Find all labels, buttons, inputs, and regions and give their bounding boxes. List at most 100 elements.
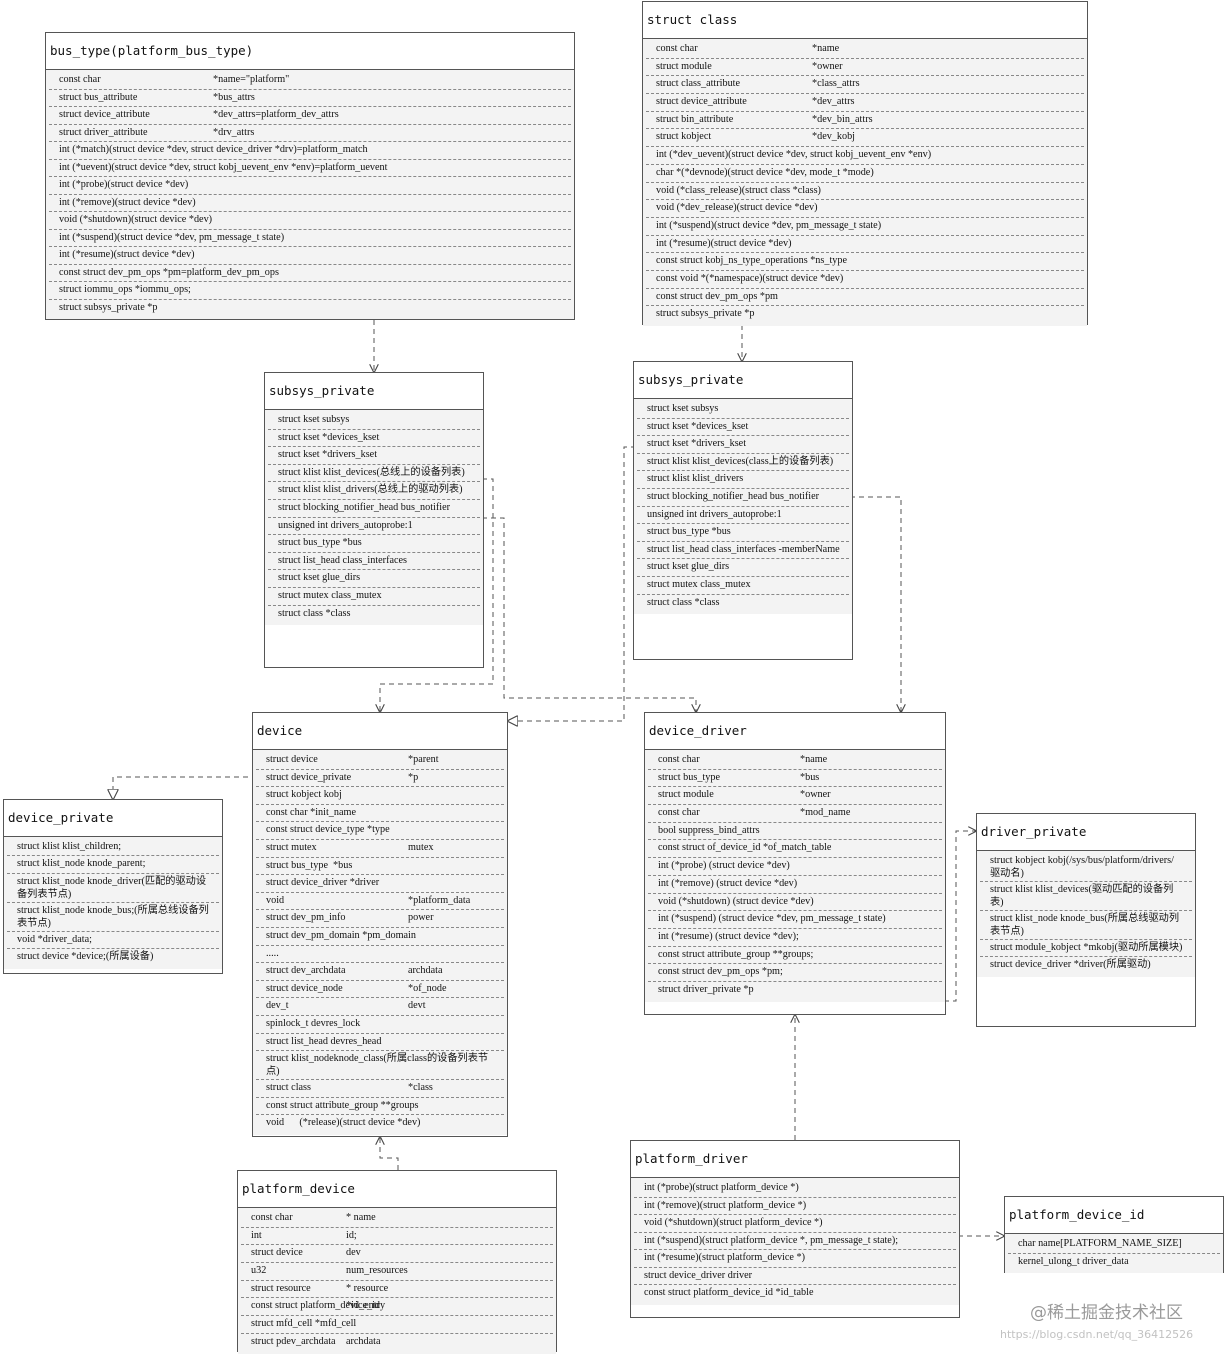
field-row: struct klist klist_drivers(总线上的驱动列表) — [268, 482, 480, 500]
field-row: struct class *class — [256, 1080, 504, 1098]
field-row: struct device_node*of_node — [256, 981, 504, 999]
field-row: int (*probe)(struct platform_device *) — [634, 1180, 956, 1198]
field-type: struct device_driver *driver — [266, 877, 380, 889]
field-row: struct klist klist_devices(驱动匹配的设备列表) — [980, 882, 1192, 911]
field-type: struct klist_node knode_parent; — [17, 858, 146, 870]
field-type: struct mfd_cell *mfd_cell — [251, 1318, 357, 1330]
field-row: struct klist_node knode_bus(所属总线驱动列表节点) — [980, 911, 1192, 940]
field-row: struct list_head devres_head — [256, 1034, 504, 1052]
field-row: struct driver_attribute*drv_attrs — [49, 125, 571, 142]
field-type: struct klist klist_drivers — [647, 473, 744, 485]
field-row: struct klist_node knode_parent; — [7, 856, 219, 874]
field-type: struct list_head class_interfaces -membe… — [647, 543, 840, 555]
bus-type-title: bus_type(platform_bus_type) — [46, 33, 574, 70]
field-type: const struct attribute_group **groups — [266, 1099, 419, 1111]
field-type: struct bus_type *bus — [647, 526, 731, 538]
field-row: struct kset glue_dirs — [268, 570, 480, 588]
field-type: struct device_private — [266, 771, 352, 783]
arrow-klist-devices-to-device — [380, 478, 494, 712]
field-type: struct subsys_private *p — [656, 308, 755, 320]
field-type: struct dev_pm_info — [266, 912, 346, 924]
field-type: const struct platform_device_id *id_tabl… — [644, 1287, 814, 1298]
field-name: *of_node — [408, 982, 447, 994]
field-type: struct class *class — [647, 596, 720, 608]
field-row: const void *(*namespace)(struct device *… — [646, 271, 1084, 289]
field-type: struct kset glue_dirs — [647, 561, 730, 573]
field-type: struct device *device;(所属设备) — [17, 951, 154, 963]
field-row: const struct dev_pm_ops *pm=platform_dev… — [49, 265, 571, 282]
field-name: *name — [800, 754, 828, 765]
field-type: struct module — [658, 789, 714, 801]
bus-type-fields: const char*name="platform"struct bus_att… — [46, 70, 574, 319]
field-type: struct resource — [251, 1282, 311, 1294]
field-type: int (*remove) (struct device *dev) — [658, 877, 798, 889]
field-type: struct bin_attribute — [656, 113, 734, 125]
field-type: struct device_attribute — [656, 96, 747, 108]
field-type: struct list_head class_interfaces — [278, 554, 407, 566]
field-type: struct module_kobject *mkobj(驱动所属模块) — [990, 942, 1183, 953]
field-row: struct class_attribute*class_attrs — [646, 76, 1084, 95]
field-type: int (*probe)(struct platform_device *) — [644, 1182, 799, 1193]
field-name: *owner — [812, 60, 843, 72]
field-row: const char*mod_name — [648, 805, 942, 823]
field-row: int (*resume)(struct device *dev) — [646, 236, 1084, 254]
field-name: *class — [408, 1082, 433, 1094]
platform-device-id-fields: char name[PLATFORM_NAME_SIZE]kernel_ulon… — [1005, 1234, 1223, 1273]
arrow-driver-to-private — [944, 831, 976, 1002]
field-row: struct bin_attribute *dev_bin_attrs — [646, 112, 1084, 130]
field-type: int (*suspend)(struct device *dev, pm_me… — [656, 219, 882, 231]
field-name: * resource — [346, 1282, 389, 1294]
field-type: struct kset subsys — [647, 403, 719, 414]
field-row: struct device*parent — [256, 752, 504, 770]
field-name: *id_entry — [346, 1300, 386, 1312]
field-type: const char — [658, 754, 700, 765]
field-type: int (*dev_uevent)(struct device *dev, st… — [656, 149, 932, 161]
field-row: const struct dev_pm_ops *pm; — [648, 964, 942, 982]
field-type: struct device_driver driver — [644, 1269, 753, 1281]
field-type: struct kset subsys — [278, 414, 350, 425]
field-name: archdata — [408, 965, 443, 977]
field-type: struct klist klist_children; — [17, 841, 122, 852]
field-type: struct klist klist_drivers(总线上的驱动列表) — [278, 484, 463, 496]
field-row: const struct attribute_group **groups — [256, 1098, 504, 1116]
field-row: struct dev_pm_domain *pm_domain — [256, 928, 504, 946]
field-type: void (*release)(struct device *dev) — [266, 1117, 421, 1129]
field-row: struct device_driver driver — [634, 1268, 956, 1285]
field-row: struct kset glue_dirs — [637, 559, 849, 577]
field-row: bool suppress_bind_attrs — [648, 823, 942, 841]
field-type: struct module — [656, 60, 712, 72]
field-type: u32 — [251, 1265, 267, 1277]
device-private-title: device_private — [4, 800, 222, 837]
field-type: struct bus_attribute — [59, 91, 138, 103]
field-row: struct class *class — [268, 606, 480, 623]
field-row: int (*probe) (struct device *dev) — [648, 858, 942, 876]
field-type: int (*resume)(struct platform_device *) — [644, 1252, 805, 1263]
field-row: int (*suspend)(struct device *dev, pm_me… — [49, 230, 571, 247]
field-type: struct mutex — [266, 841, 317, 853]
field-name: *drv_attrs — [213, 126, 255, 138]
field-type: char name[PLATFORM_NAME_SIZE] — [1018, 1238, 1182, 1249]
watermark-url: https://blog.csdn.net/qq_36412526 — [1000, 1328, 1194, 1341]
field-row: const struct platform_device_id*id_entry — [241, 1298, 553, 1317]
field-row: const char *name — [648, 752, 942, 770]
field-type: char *(*devnode)(struct device *dev, mod… — [656, 166, 874, 178]
field-row: int (*probe)(struct device *dev) — [49, 177, 571, 195]
field-row: struct subsys_private *p — [646, 306, 1084, 323]
field-row: const struct of_device_id *of_match_tabl… — [648, 840, 942, 859]
field-row: struct blocking_notifier_head bus_notifi… — [268, 500, 480, 518]
field-type: struct kset *drivers_kset — [278, 449, 378, 461]
field-row: const struct device_type *type — [256, 822, 504, 840]
field-type: struct klist_node knode_bus;(所属总线设备列表节点) — [17, 904, 209, 929]
field-name: *dev_bin_attrs — [812, 113, 873, 125]
field-type: struct class — [266, 1082, 311, 1094]
field-type: const char — [658, 807, 700, 819]
field-type: const struct platform_device_id — [251, 1300, 381, 1312]
field-row: const struct dev_pm_ops *pm — [646, 289, 1084, 307]
field-row: struct resource * resource — [241, 1281, 553, 1299]
